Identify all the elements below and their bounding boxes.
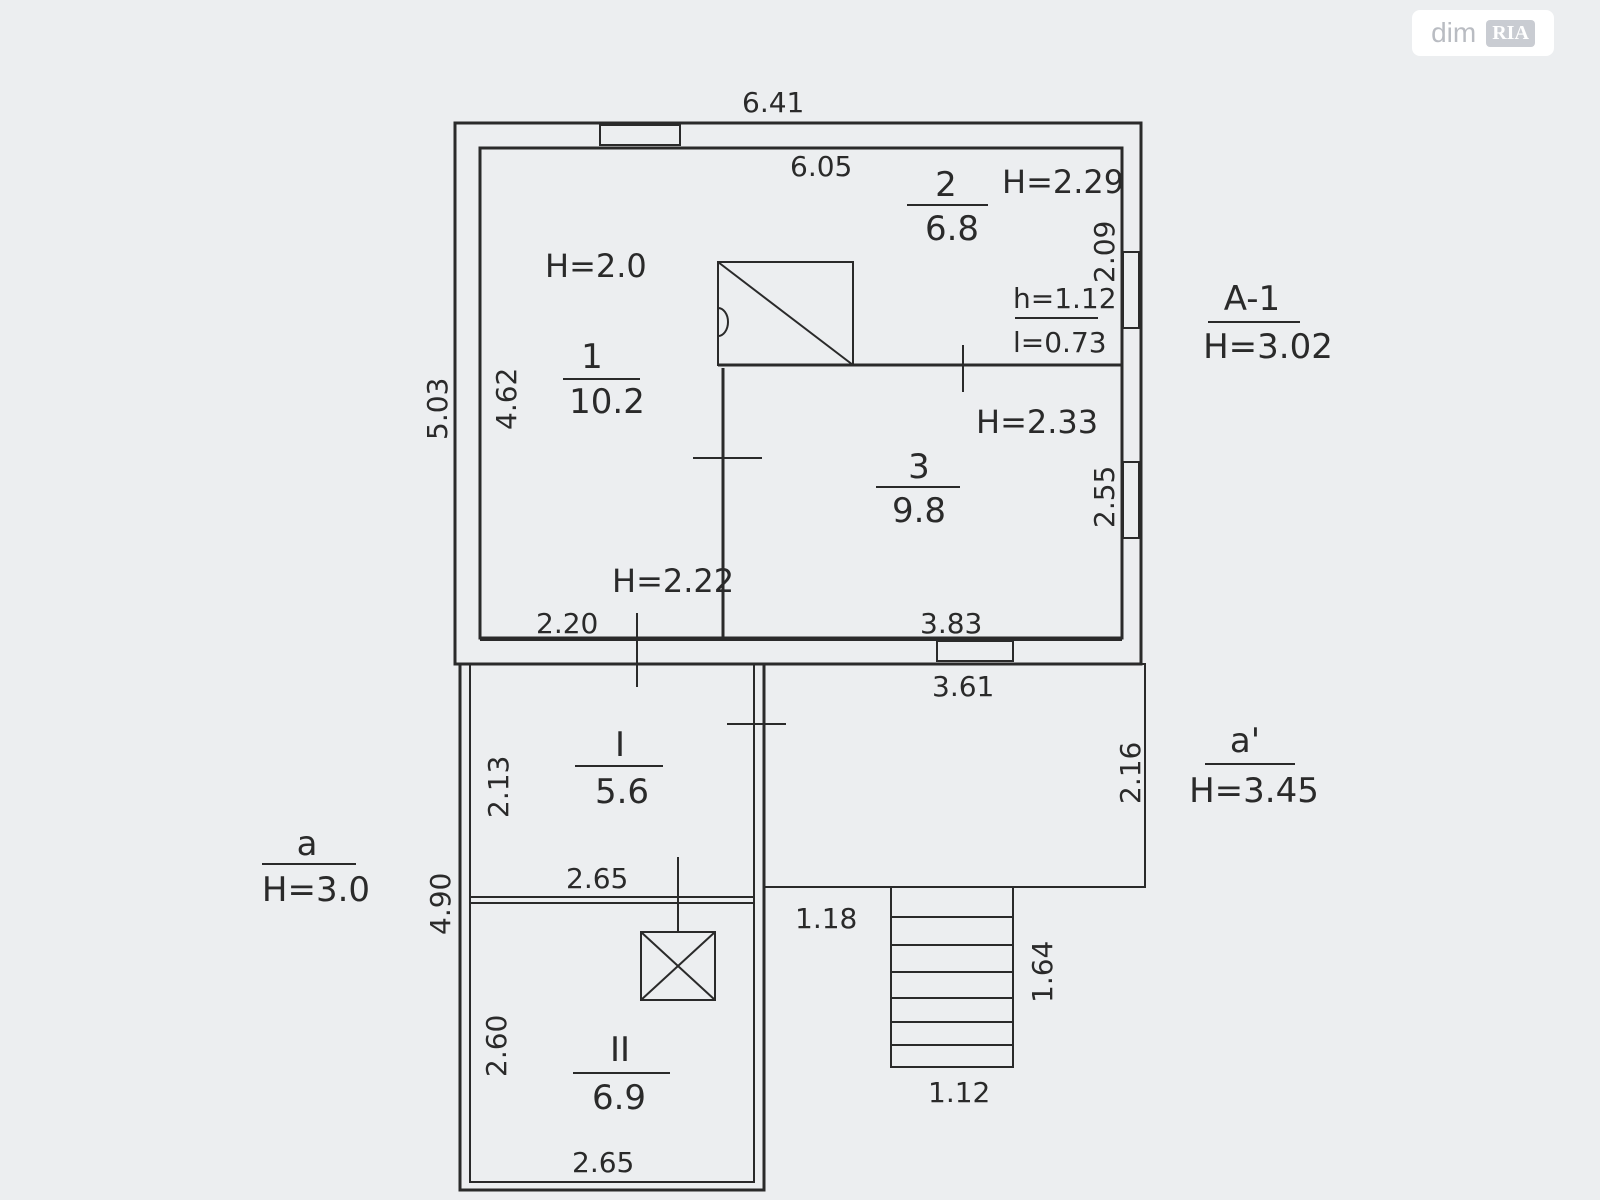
dim-roomII-side: 2.60 xyxy=(480,1015,513,1077)
room3-number: 3 xyxy=(908,447,930,487)
label-a-prime-name: a' xyxy=(1230,721,1260,761)
dim-room1-side: 4.62 xyxy=(490,368,523,430)
room1-height: H=2.0 xyxy=(545,247,647,285)
dim-1-18: 1.18 xyxy=(795,902,857,935)
dim-room3-side: 2.55 xyxy=(1088,466,1121,528)
hall-height: H=2.22 xyxy=(612,562,734,600)
dim-inner-width-top: 6.05 xyxy=(790,150,852,183)
watermark-badge: RIA xyxy=(1486,19,1535,47)
cellar-hatch-x2 xyxy=(640,931,716,1001)
room3-height: H=2.33 xyxy=(976,403,1098,441)
window-top xyxy=(599,124,681,146)
main-inner-wall xyxy=(478,146,1124,640)
stairs-outline xyxy=(890,886,1014,1068)
dim-3-83: 3.83 xyxy=(920,607,982,640)
window-right-upper xyxy=(1122,251,1140,329)
window-bottom xyxy=(936,640,1014,662)
roomII-number: II xyxy=(610,1030,630,1070)
room1-number: 1 xyxy=(581,337,603,377)
annex-inner-wall xyxy=(469,663,755,1183)
dim-roomI-width: 2.65 xyxy=(566,862,628,895)
label-A1-name: A-1 xyxy=(1224,279,1280,319)
roomI-area: 5.6 xyxy=(595,772,649,812)
dim-overall-height-main: 5.03 xyxy=(421,378,454,440)
main-outer-wall xyxy=(453,121,1143,666)
label-A1-height: H=3.02 xyxy=(1203,327,1333,367)
roomII-area: 6.9 xyxy=(592,1078,646,1118)
room2-height: H=2.29 xyxy=(1002,163,1124,201)
dim-roomI-side: 2.13 xyxy=(482,756,515,818)
room3-area: 9.8 xyxy=(892,491,946,531)
room1-area: 10.2 xyxy=(569,382,645,422)
dim-overall-height-annex: 4.90 xyxy=(424,873,457,935)
dim-2-20: 2.20 xyxy=(536,607,598,640)
watermark-logo: dim RIA xyxy=(1412,10,1554,56)
dim-roomII-width: 2.65 xyxy=(572,1146,634,1179)
dim-3-61: 3.61 xyxy=(932,670,994,703)
closet-box xyxy=(717,261,854,366)
room2-area: 6.8 xyxy=(925,209,979,249)
roomI-number: I xyxy=(615,725,625,765)
dim-room2-side: 2.09 xyxy=(1088,221,1121,283)
room2-note-l: l=0.73 xyxy=(1013,326,1107,359)
door-swing-closet xyxy=(717,307,729,337)
label-a-height: H=3.0 xyxy=(262,870,370,910)
dim-stairs-length: 1.64 xyxy=(1026,941,1059,1003)
dim-overall-width: 6.41 xyxy=(742,86,804,119)
room2-number: 2 xyxy=(935,165,957,205)
watermark-text: dim xyxy=(1431,17,1477,48)
label-a-name: a xyxy=(297,824,318,864)
dim-2-16: 2.16 xyxy=(1114,742,1147,804)
label-a-prime-height: H=3.45 xyxy=(1189,771,1319,811)
room2-note-h: h=1.12 xyxy=(1013,282,1117,315)
cellar-hatch xyxy=(640,931,716,1001)
window-right-lower xyxy=(1122,461,1140,539)
dim-stairs-width: 1.12 xyxy=(928,1076,990,1109)
closet-diagonal xyxy=(717,261,854,366)
